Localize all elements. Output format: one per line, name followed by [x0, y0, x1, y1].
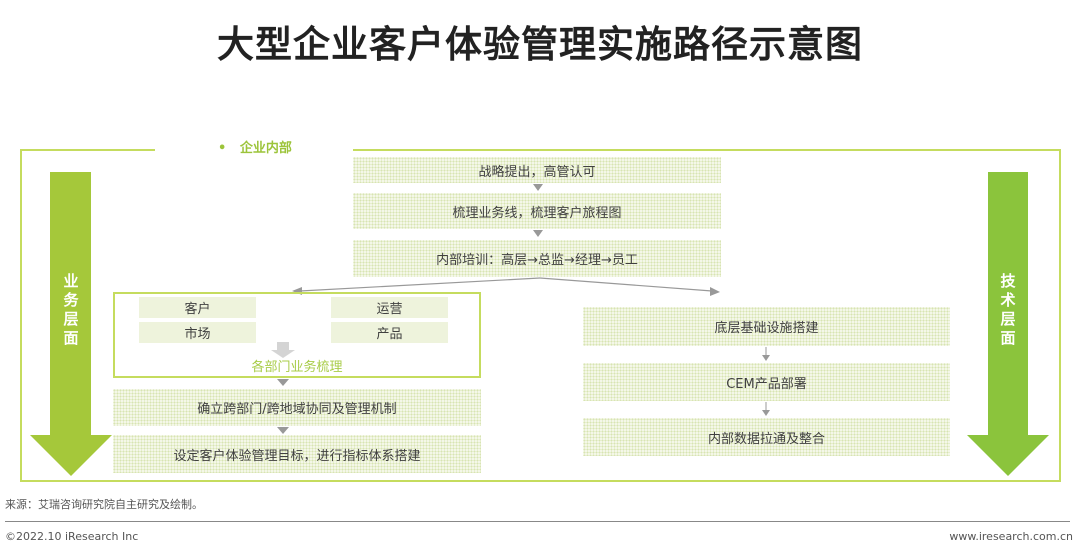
step-infrastructure: 底层基础设施搭建	[583, 307, 950, 346]
dept-operations: 运营	[331, 297, 448, 318]
arrow-down-icon	[277, 427, 289, 434]
branch-line-right	[539, 277, 713, 292]
arrow-down-icon	[762, 355, 770, 361]
step-business-lines: 梳理业务线，梳理客户旅程图	[353, 193, 721, 229]
arrow-right-icon	[710, 287, 720, 296]
arrow-down-icon	[277, 379, 289, 386]
step-targets: 设定客户体验管理目标，进行指标体系搭建	[113, 435, 481, 473]
dept-customer: 客户	[139, 297, 256, 318]
dept-market: 市场	[139, 322, 256, 343]
arrow-down-icon	[533, 230, 543, 237]
business-level-label: 业务层面	[63, 272, 79, 347]
section-label-text: 企业内部	[239, 141, 292, 156]
dept-product: 产品	[331, 322, 448, 343]
section-label: • 企业内部	[218, 141, 292, 156]
branch-line-left	[299, 277, 541, 292]
page-title: 大型企业客户体验管理实施路径示意图	[217, 23, 863, 66]
enterprise-frame	[20, 149, 1061, 482]
copyright: ©2022.10 iResearch Inc	[5, 530, 139, 543]
tech-arrow	[967, 172, 1049, 476]
business-arrow	[30, 172, 112, 476]
source-note: 来源：艾瑞咨询研究院自主研究及绘制。	[5, 498, 203, 511]
tech-level-label: 技术层面	[1000, 272, 1016, 347]
arrow-down-icon	[762, 410, 770, 416]
website: www.iresearch.com.cn	[949, 530, 1073, 543]
departments-caption: 各部门业务梳理	[251, 360, 343, 375]
step-training: 内部培训：高层→总监→经理→员工	[353, 240, 721, 277]
departments-box	[113, 292, 481, 378]
frame-gap	[155, 145, 353, 153]
step-data-integration: 内部数据拉通及整合	[583, 418, 950, 456]
step-collaboration: 确立跨部门/跨地域协同及管理机制	[113, 389, 481, 426]
step-strategy: 战略提出，高管认可	[353, 157, 721, 183]
footer-divider	[5, 521, 1070, 522]
merge-arrow-icon	[271, 342, 295, 358]
arrow-down-icon	[533, 184, 543, 191]
step-cem-deploy: CEM产品部署	[583, 363, 950, 401]
